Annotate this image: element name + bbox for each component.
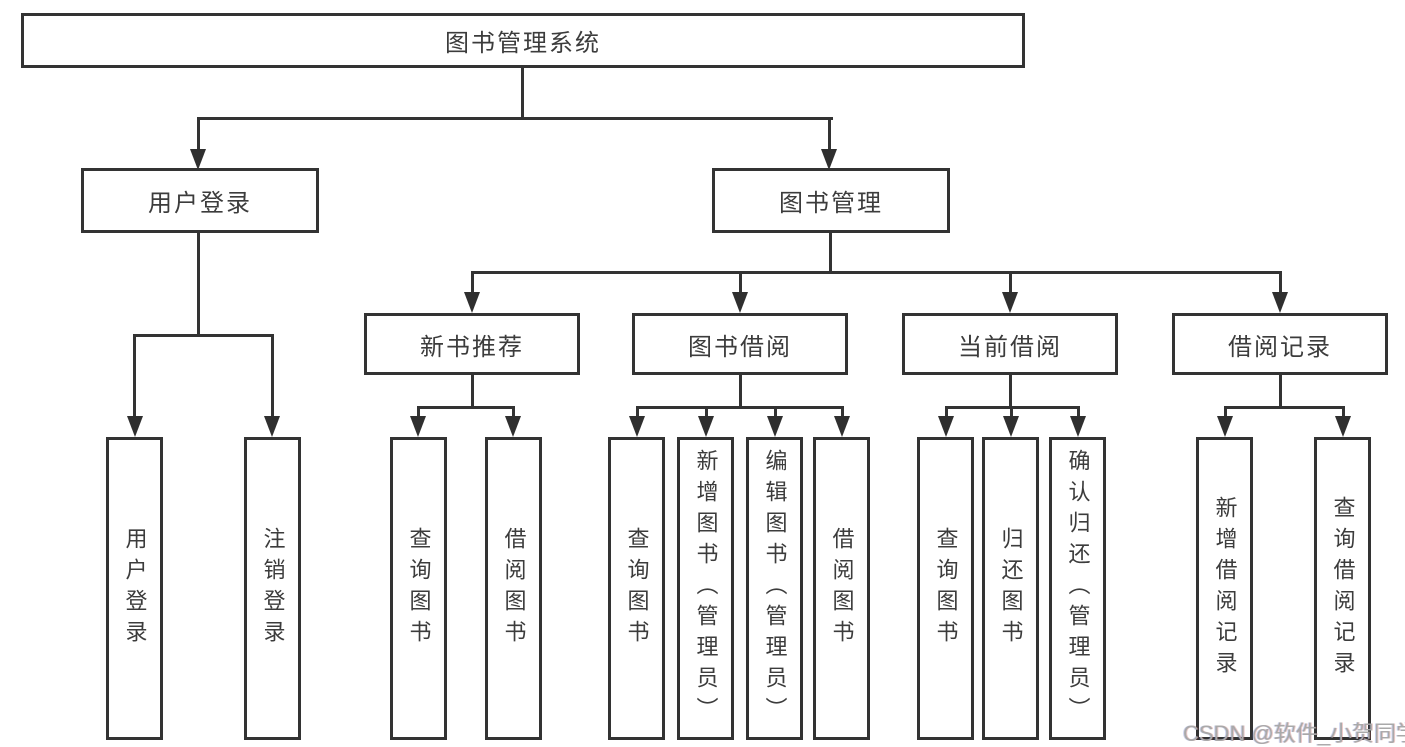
arrowhead-down	[1217, 416, 1233, 437]
connector-line	[841, 406, 844, 419]
connector-line	[1342, 406, 1345, 419]
leaf-query-books-recommend: 查询图书	[390, 437, 447, 740]
node-label: 新书推荐	[420, 333, 524, 361]
leaf-query-borrow-record: 查询借阅记录	[1314, 437, 1371, 740]
node-label: 图书管理	[779, 190, 883, 217]
leaf-label: 新增图书（管理员）	[693, 449, 719, 728]
connector-line	[1279, 375, 1282, 408]
leaf-label: 编辑图书（管理员）	[762, 449, 788, 728]
connector-line	[197, 233, 200, 336]
leaf-borrow-books-recommend: 借阅图书	[485, 437, 542, 740]
connector-line	[133, 334, 136, 420]
connector-line	[271, 334, 274, 420]
node-book-borrowing: 图书借阅	[632, 313, 848, 375]
node-book-management: 图书管理	[712, 168, 950, 233]
arrowhead-down	[1070, 416, 1086, 437]
connector-line	[471, 271, 1282, 274]
connector-line	[1077, 406, 1080, 419]
connector-line	[133, 334, 274, 337]
arrowhead-down	[505, 416, 521, 437]
leaf-label: 归还图书	[998, 526, 1024, 651]
leaf-query-books-borrow: 查询图书	[608, 437, 665, 740]
arrowhead-down	[190, 149, 206, 170]
leaf-edit-book-admin: 编辑图书（管理员）	[746, 437, 803, 740]
connector-line	[705, 406, 708, 419]
leaf-label: 注销登录	[260, 526, 286, 651]
arrowhead-down	[698, 416, 714, 437]
connector-line	[471, 271, 474, 295]
leaf-query-books-current: 查询图书	[917, 437, 974, 740]
connector-line	[1009, 271, 1012, 295]
leaf-label: 查询图书	[624, 526, 650, 651]
leaf-add-book-admin: 新增图书（管理员）	[677, 437, 734, 740]
node-label: 图书管理系统	[445, 30, 601, 57]
node-current-borrowing: 当前借阅	[902, 313, 1118, 375]
leaf-return-books: 归还图书	[982, 437, 1039, 740]
arrowhead-down	[464, 292, 480, 313]
arrowhead-down	[1003, 416, 1019, 437]
node-label: 用户登录	[148, 190, 252, 217]
leaf-add-borrow-record: 新增借阅记录	[1196, 437, 1253, 740]
connector-line	[774, 406, 777, 419]
connector-line	[636, 406, 639, 419]
arrowhead-down	[1335, 416, 1351, 437]
connector-line	[471, 375, 474, 408]
leaf-label: 查询图书	[406, 526, 432, 651]
leaf-confirm-return-admin: 确认归还（管理员）	[1049, 437, 1106, 740]
node-user-login: 用户登录	[81, 168, 319, 233]
leaf-label: 用户登录	[122, 526, 148, 651]
connector-line	[739, 375, 742, 408]
arrowhead-down	[732, 292, 748, 313]
node-label: 当前借阅	[958, 333, 1062, 361]
arrowhead-down	[264, 416, 280, 437]
leaf-label: 确认归还（管理员）	[1065, 449, 1091, 728]
connector-line	[417, 406, 420, 419]
csdn-watermark: CSDN @软件_小贺同学	[1183, 721, 1405, 746]
leaf-label: 查询借阅记录	[1330, 495, 1356, 682]
node-label: 图书借阅	[688, 333, 792, 361]
arrowhead-down	[1272, 292, 1288, 313]
connector-line	[197, 117, 200, 152]
connector-line	[828, 117, 831, 152]
arrowhead-down	[1002, 292, 1018, 313]
node-borrowing-records: 借阅记录	[1172, 313, 1388, 375]
arrowhead-down	[410, 416, 426, 437]
connector-line	[1279, 271, 1282, 295]
leaf-label: 新增借阅记录	[1212, 495, 1238, 682]
leaf-borrow-books: 借阅图书	[813, 437, 870, 740]
arrowhead-down	[821, 149, 837, 170]
leaf-label: 借阅图书	[501, 526, 527, 651]
node-library-management-system: 图书管理系统	[21, 13, 1025, 68]
leaf-logout: 注销登录	[244, 437, 301, 740]
connector-line	[417, 406, 515, 409]
leaf-user-login: 用户登录	[106, 437, 163, 740]
arrowhead-down	[629, 416, 645, 437]
connector-line	[1224, 406, 1227, 419]
arrowhead-down	[834, 416, 850, 437]
connector-line	[521, 68, 524, 119]
arrowhead-down	[127, 416, 143, 437]
arrowhead-down	[938, 416, 954, 437]
leaf-label: 借阅图书	[829, 526, 855, 651]
connector-line	[739, 271, 742, 295]
connector-line	[512, 406, 515, 419]
connector-line	[197, 117, 833, 120]
leaf-label: 查询图书	[933, 526, 959, 651]
node-new-book-recommendation: 新书推荐	[364, 313, 580, 375]
connector-line	[636, 406, 844, 409]
connector-line	[829, 233, 832, 273]
arrowhead-down	[767, 416, 783, 437]
connector-line	[1009, 375, 1012, 408]
connector-line	[945, 406, 948, 419]
connector-line	[1224, 406, 1345, 409]
connector-line	[1010, 406, 1013, 419]
node-label: 借阅记录	[1228, 333, 1332, 361]
